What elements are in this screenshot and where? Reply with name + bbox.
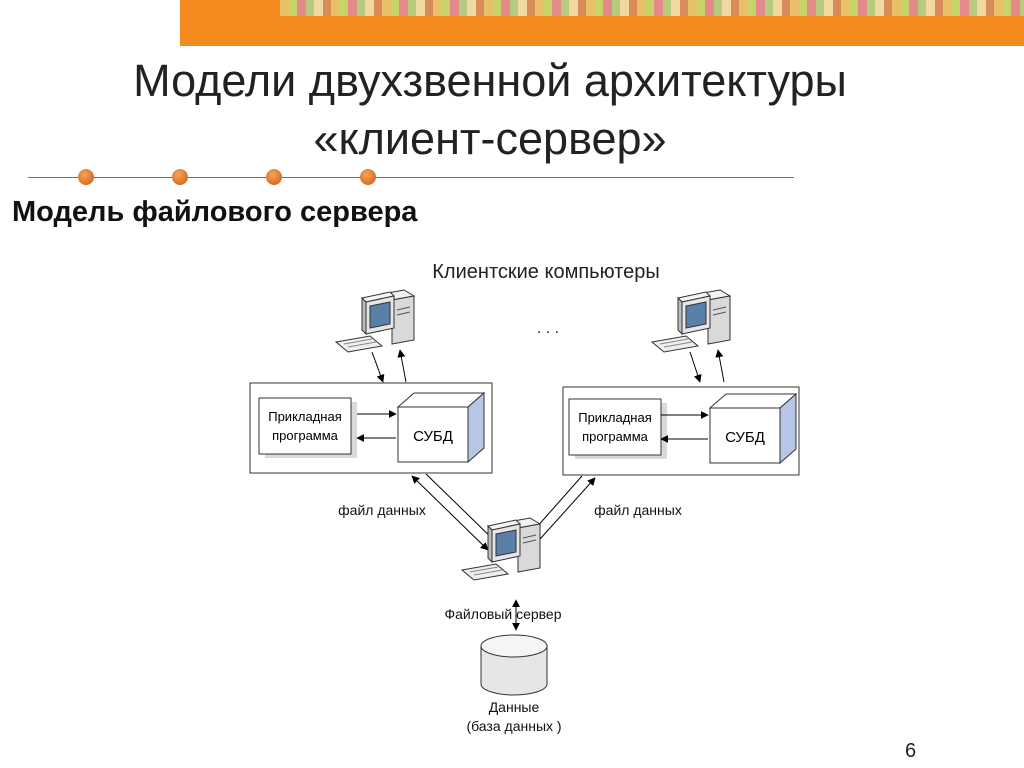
data-file-label-right: файл данных (594, 502, 682, 518)
slide-title-line-1: Модели двухзвенной архитектуры (133, 55, 847, 106)
divider-dot-1 (78, 169, 94, 185)
client-computer-2-icon (651, 289, 731, 353)
data-label-line-2: (база данных ) (466, 718, 561, 734)
divider-dot-3 (266, 169, 282, 185)
file-server-label: Файловый сервер (445, 606, 562, 622)
clients-label: Клиентские компьютеры (432, 261, 659, 283)
slide-title-line-2: «клиент-сервер» (313, 113, 667, 164)
data-file-label-left: файл данных (338, 502, 426, 518)
app-label-line-1: Прикладная (578, 410, 652, 425)
data-label-line-1: Данные (489, 699, 540, 715)
client-box-right: Прикладная программа СУБД (562, 386, 800, 476)
title-divider (28, 177, 794, 178)
app-label-line-2: программа (272, 428, 339, 443)
app-label-line-1: Прикладная (268, 409, 342, 424)
section-subtitle: Модель файлового сервера (12, 196, 418, 228)
database-cylinder-icon (480, 634, 548, 696)
banner-flower-strip (280, 0, 1024, 16)
app-label-line-2: программа (582, 429, 649, 444)
dbms-label: СУБД (725, 429, 765, 446)
top-banner (180, 0, 1024, 46)
divider-dot-2 (172, 169, 188, 185)
client-computer-1-icon (335, 289, 415, 353)
divider-dot-4 (360, 169, 376, 185)
page-number: 6 (905, 740, 917, 762)
clients-ellipsis: . . . (537, 320, 559, 337)
slide-title: Модели двухзвенной архитектуры «клиент-с… (40, 52, 940, 168)
file-server-computer-icon (461, 517, 541, 581)
client-box-left: Прикладная программа СУБД (249, 382, 493, 474)
dbms-label: СУБД (413, 428, 453, 445)
